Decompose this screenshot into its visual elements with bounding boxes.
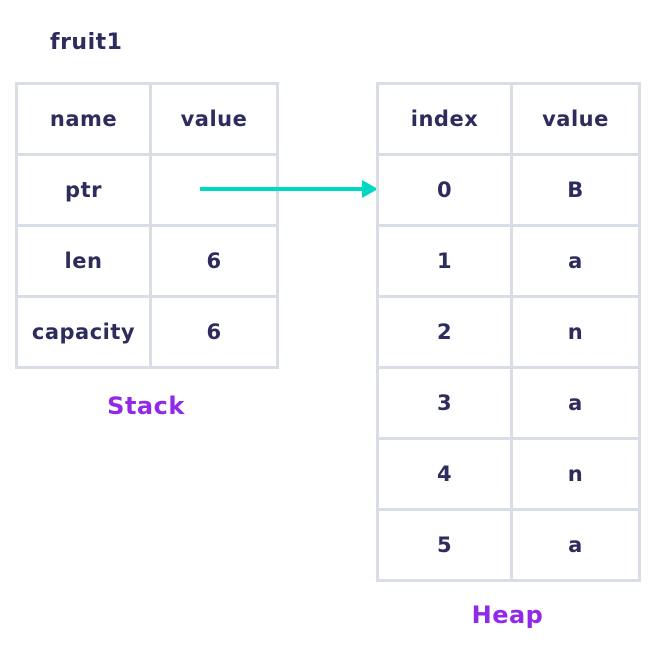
heap-cell-4-value: n xyxy=(510,437,641,511)
heap-cell-3-value: a xyxy=(510,366,641,440)
heap-row-0: 0 B xyxy=(376,153,641,227)
heap-cell-3-index: 3 xyxy=(376,366,513,440)
heap-cell-2-index: 2 xyxy=(376,295,513,369)
stack-cell-ptr-name: ptr xyxy=(15,153,152,227)
stack-cell-len-value: 6 xyxy=(149,224,279,298)
heap-header-index: index xyxy=(376,82,513,156)
heap-cell-1-index: 1 xyxy=(376,224,513,298)
heap-cell-5-index: 5 xyxy=(376,508,513,582)
heap-caption: Heap xyxy=(471,601,544,629)
heap-row-2: 2 n xyxy=(376,295,641,369)
pointer-arrow-icon xyxy=(200,180,378,198)
heap-header-row: index value xyxy=(376,82,641,156)
stack-table: name value ptr len 6 capacity 6 xyxy=(15,82,279,369)
stack-cell-len-name: len xyxy=(15,224,152,298)
heap-row-3: 3 a xyxy=(376,366,641,440)
stack-header-value: value xyxy=(149,82,279,156)
heap-cell-2-value: n xyxy=(510,295,641,369)
stack-cell-capacity-value: 6 xyxy=(149,295,279,369)
stack-row-capacity: capacity 6 xyxy=(15,295,279,369)
heap-header-value: value xyxy=(510,82,641,156)
heap-row-1: 1 a xyxy=(376,224,641,298)
stack-row-len: len 6 xyxy=(15,224,279,298)
stack-header-row: name value xyxy=(15,82,279,156)
stack-caption: Stack xyxy=(107,392,185,420)
heap-cell-4-index: 4 xyxy=(376,437,513,511)
stack-cell-capacity-name: capacity xyxy=(15,295,152,369)
heap-cell-0-index: 0 xyxy=(376,153,513,227)
heap-row-5: 5 a xyxy=(376,508,641,582)
variable-name-label: fruit1 xyxy=(50,30,123,55)
heap-table: index value 0 B 1 a 2 n 3 a 4 n 5 a xyxy=(376,82,641,582)
heap-cell-0-value: B xyxy=(510,153,641,227)
heap-cell-5-value: a xyxy=(510,508,641,582)
heap-cell-1-value: a xyxy=(510,224,641,298)
heap-row-4: 4 n xyxy=(376,437,641,511)
stack-header-name: name xyxy=(15,82,152,156)
